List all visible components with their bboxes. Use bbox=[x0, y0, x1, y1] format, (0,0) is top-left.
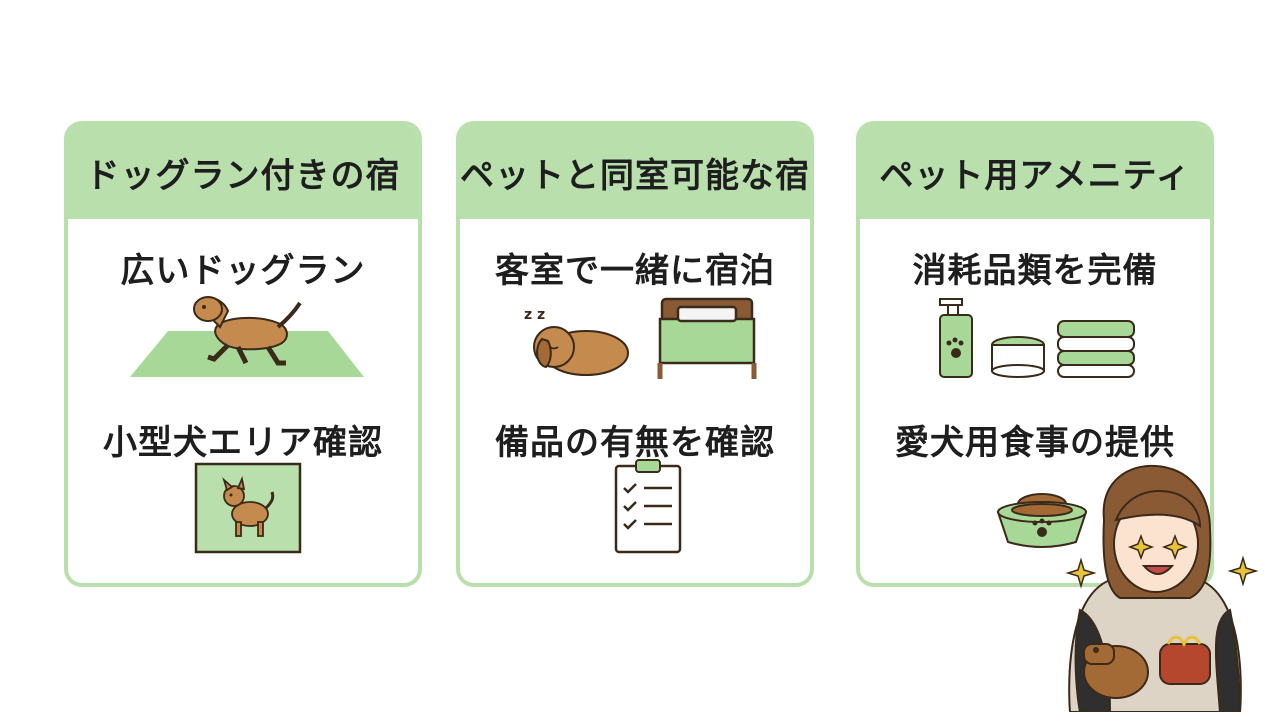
amenities-icon bbox=[939, 298, 1135, 378]
card-pet-amenities: ペット用アメニティ 消耗品類を完備 愛犬用食事の提供 bbox=[856, 121, 1214, 587]
card-header: ドッグラン付きの宿 bbox=[68, 125, 418, 219]
running-dog-icon bbox=[130, 296, 364, 377]
item-label: 小型犬エリア確認 bbox=[103, 423, 383, 463]
card-header: ペットと同室可能な宿 bbox=[460, 125, 810, 219]
dog-food-bowl-icon bbox=[996, 493, 1088, 548]
item-label: 消耗品類を完備 bbox=[912, 251, 1158, 291]
card-pet-room: ペットと同室可能な宿 客室で一緒に宿泊 z z 備品の有無を確認 bbox=[456, 121, 814, 587]
card-title: ペットと同室可能な宿 bbox=[460, 155, 810, 196]
card-dog-run: ドッグラン付きの宿 広いドッグラン 小型犬エリア確認 bbox=[64, 121, 422, 587]
sleeping-dog-bed-icon: z z bbox=[524, 297, 757, 379]
woman-with-capybara-and-wallet-icon bbox=[1065, 464, 1259, 712]
checklist-icon bbox=[614, 459, 682, 554]
item-label: 客室で一緒に宿泊 bbox=[495, 251, 775, 291]
item-label: 備品の有無を確認 bbox=[495, 423, 775, 463]
small-dog-area-icon bbox=[194, 462, 302, 554]
svg-text:z z: z z bbox=[524, 307, 545, 323]
card-title: ペット用アメニティ bbox=[879, 155, 1191, 196]
card-header: ペット用アメニティ bbox=[860, 125, 1210, 219]
item-label: 愛犬用食事の提供 bbox=[895, 423, 1175, 463]
card-title: ドッグラン付きの宿 bbox=[85, 155, 401, 196]
item-label: 広いドッグラン bbox=[120, 251, 366, 291]
